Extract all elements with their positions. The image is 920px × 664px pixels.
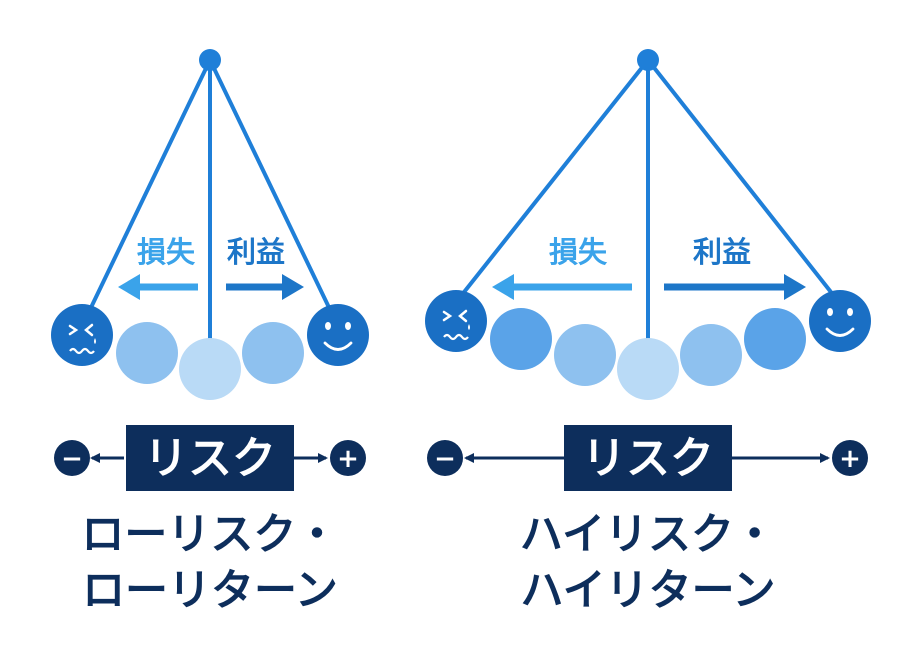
right-profit-label: 利益: [693, 235, 751, 269]
svg-text:+: +: [337, 444, 359, 474]
left-caption: ローリスク・ ローリターン: [0, 507, 420, 619]
right-caption-line2: ハイリターン: [520, 566, 776, 616]
sad-face-icon: [425, 290, 487, 352]
left-pendulum: 損失 利益: [51, 49, 369, 400]
minus-circle-icon: −: [54, 440, 90, 476]
right-caption: ハイリスク・ ハイリターン: [438, 507, 858, 619]
left-string-right: [208, 59, 337, 321]
left-profit-arrow: [226, 274, 304, 300]
left-ball-center: [179, 338, 241, 400]
right-risk-label: リスク: [582, 433, 714, 484]
right-caption-line1: ハイリスク・: [519, 510, 777, 560]
right-ball-1: [490, 308, 552, 370]
right-pivot: [637, 49, 659, 71]
right-risk-axis: − + リスク: [427, 425, 868, 491]
plus-circle-icon: +: [832, 440, 868, 476]
right-pendulum: 損失 利益: [425, 49, 871, 400]
happy-face-icon: [809, 290, 871, 352]
right-ball-center: [617, 338, 679, 400]
sad-face-icon: [51, 304, 113, 366]
left-risk-label: リスク: [144, 433, 276, 484]
svg-text:−: −: [61, 444, 83, 474]
minus-circle-icon: −: [427, 440, 463, 476]
left-caption-line1: ローリスク・: [81, 510, 339, 560]
left-caption-line2: ローリターン: [82, 566, 338, 616]
right-ball-5: [744, 308, 806, 370]
happy-face-icon: [307, 304, 369, 366]
left-loss-arrow: [118, 274, 198, 300]
right-ball-2: [554, 324, 616, 386]
plus-circle-icon: +: [330, 440, 366, 476]
right-profit-arrow: [664, 274, 806, 300]
left-profit-label: 利益: [227, 235, 285, 269]
left-pivot: [199, 49, 221, 71]
left-risk-axis: − + リスク: [54, 425, 366, 491]
right-string-left: [455, 58, 650, 303]
right-string-right: [646, 58, 840, 303]
svg-text:+: +: [839, 444, 861, 474]
right-loss-arrow: [492, 274, 632, 300]
left-ball-1: [116, 322, 178, 384]
left-string-left: [83, 59, 212, 321]
right-ball-4: [680, 324, 742, 386]
left-loss-label: 損失: [137, 235, 196, 269]
svg-text:−: −: [434, 444, 456, 474]
right-risk-box: [564, 425, 732, 491]
left-risk-box: [126, 425, 294, 491]
right-loss-label: 損失: [549, 235, 608, 269]
left-ball-3: [242, 322, 304, 384]
